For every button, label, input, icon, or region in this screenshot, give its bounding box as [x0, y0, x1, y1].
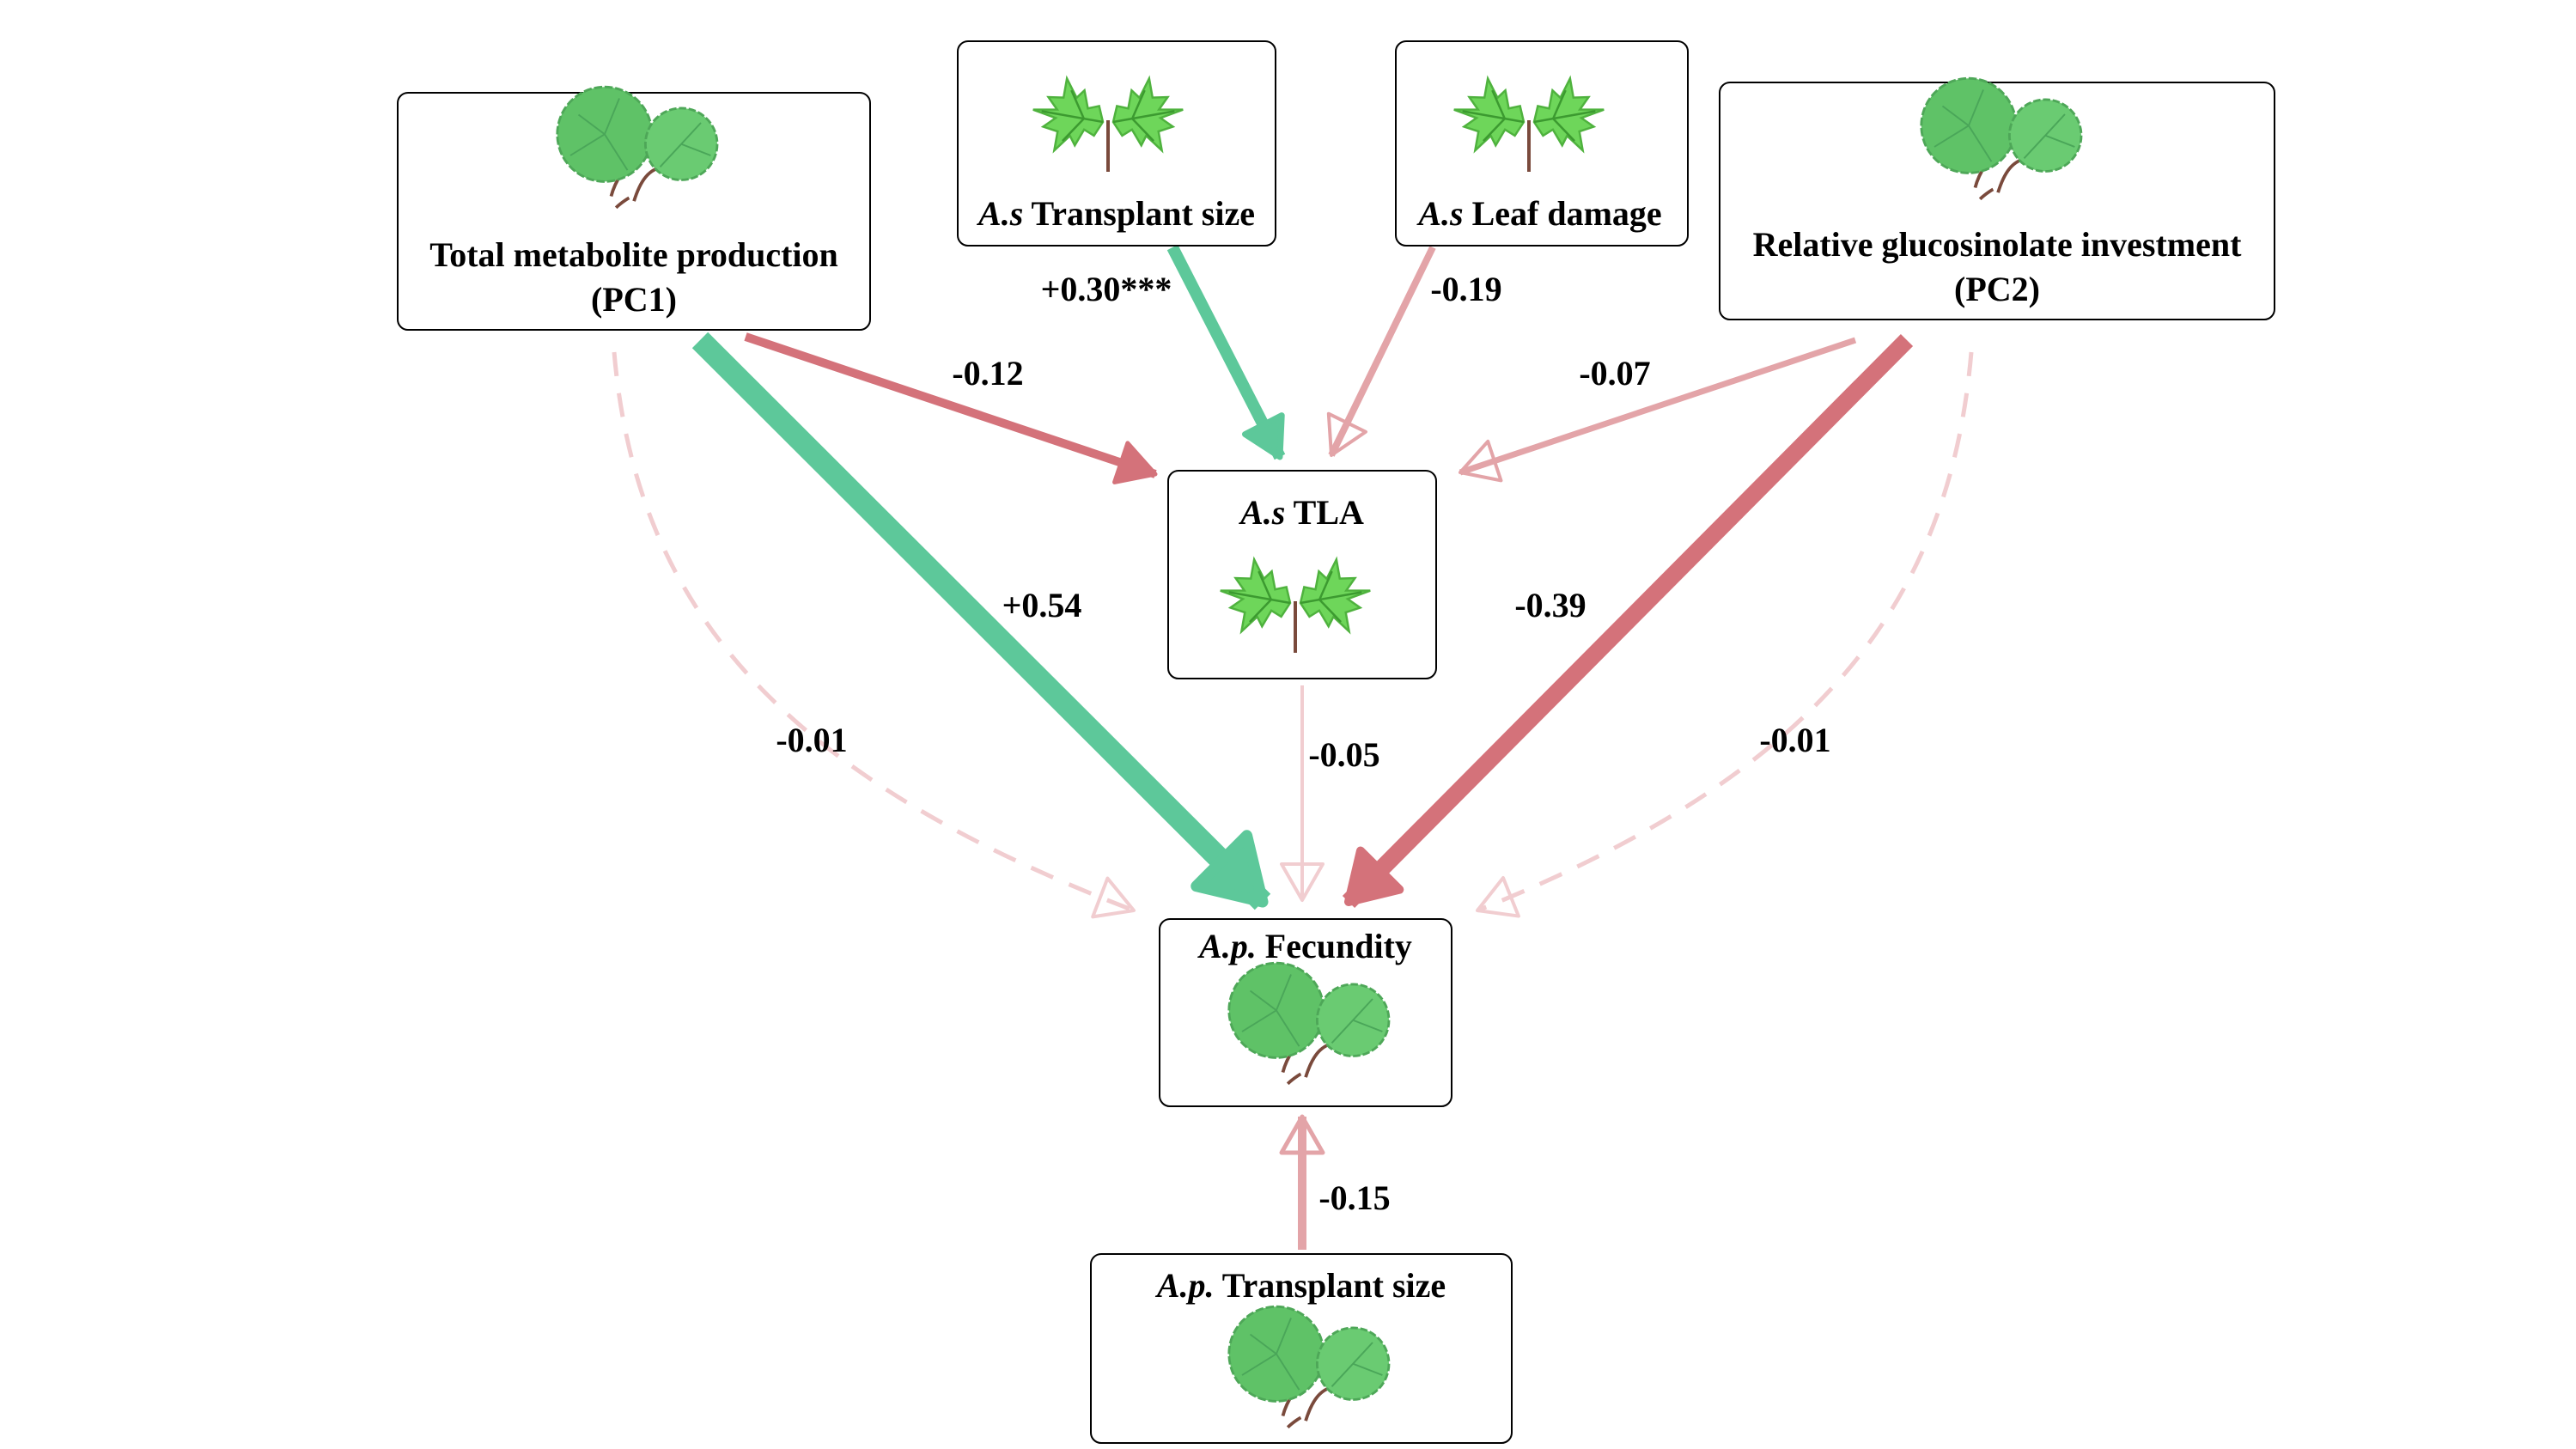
edge-label-pc2-fec-dashed: -0.01 — [1759, 721, 1830, 759]
edges-layer — [612, 244, 1974, 1250]
edge-pc1-fec-line — [691, 332, 1271, 910]
edge-label-pc1-fec: +0.54 — [1002, 586, 1082, 624]
edge-pc1-tla-line — [744, 332, 1157, 478]
edge-pc2-tla — [1459, 337, 1857, 483]
node-as-tla: A.s TLA — [1167, 470, 1437, 679]
edge-labels-layer: -0.12 +0.30*** -0.19 -0.07 +0.54 -0.39 -0.01 -0… — [776, 270, 1830, 1217]
node-total-metabolite-production: Total metabolite production (PC1) — [397, 85, 871, 331]
edge-pc1-fec-dashed — [612, 351, 1136, 919]
node-ap-fecundity-title: A.p. Fecundity — [1197, 927, 1412, 965]
node-as-leaf-damage: A.s Leaf damage — [1395, 40, 1689, 247]
edge-pc2-fec-dashed — [1476, 351, 1974, 918]
edge-pc2-tla-arrowhead — [1459, 439, 1503, 483]
edge-asdamage-tla-arrowhead — [1326, 411, 1367, 457]
edge-label-assize-tla: +0.30*** — [1041, 270, 1172, 308]
edge-pc2-fec-line — [1342, 333, 1914, 909]
edge-label-pc2-fec: -0.39 — [1514, 586, 1586, 624]
edge-pc2-fec — [1342, 333, 1914, 909]
edge-pc1-fec — [691, 332, 1271, 910]
edge-pc2-tla-line — [1459, 337, 1857, 476]
edge-pc1-tla — [744, 332, 1158, 484]
edge-pc1-fec-arrowhead — [1191, 830, 1269, 908]
edge-apsize-fec — [1279, 1114, 1325, 1250]
node-relative-glucosinolate-investment: Relative glucosinolate investment (PC2) — [1719, 76, 2275, 320]
edge-pc2-fec-arrowhead — [1344, 846, 1404, 906]
edge-label-tla-fec: -0.05 — [1308, 735, 1379, 774]
edge-pc1-fec-dashed-arrowhead — [1091, 876, 1136, 919]
edge-pc1-tla-arrowhead — [1112, 441, 1158, 484]
edge-pc1-fec-dashed-line — [612, 351, 1135, 913]
edge-apsize-fec-arrowhead — [1279, 1114, 1325, 1155]
node-as-tla-title: A.s TLA — [1238, 493, 1364, 532]
edge-assize-tla — [1166, 244, 1286, 460]
node-ap-transplant-size: A.p. Transplant size — [1090, 1253, 1513, 1444]
edge-label-pc1-tla: -0.12 — [952, 354, 1023, 393]
node-pc2-title: Relative glucosinolate investment — [1753, 225, 2242, 264]
edge-assize-tla-line — [1166, 244, 1286, 460]
edge-label-apsize-fec: -0.15 — [1318, 1178, 1390, 1217]
edge-asdamage-tla-line — [1328, 246, 1436, 457]
edge-pc2-fec-dashed-line — [1477, 351, 1974, 913]
node-as-transplant-size: A.s Transplant size — [957, 40, 1276, 247]
edge-assize-tla-arrowhead — [1241, 412, 1285, 460]
edge-label-pc2-tla: -0.07 — [1579, 354, 1650, 393]
node-ap-fecundity: A.p. Fecundity — [1159, 918, 1452, 1107]
node-pc2-subtitle: (PC2) — [1954, 270, 2040, 308]
node-pc1-subtitle: (PC1) — [591, 280, 677, 319]
edge-label-pc1-fec-dashed: -0.01 — [776, 721, 847, 759]
node-as-size-title: A.s Transplant size — [976, 194, 1255, 233]
edge-tla-fec — [1280, 685, 1325, 902]
node-as-damage-title: A.s Leaf damage — [1416, 194, 1661, 233]
edge-pc2-fec-dashed-arrowhead — [1476, 876, 1520, 918]
edge-asdamage-tla — [1326, 246, 1436, 457]
node-ap-size-title: A.p. Transplant size — [1154, 1266, 1446, 1305]
edge-tla-fec-arrowhead — [1280, 862, 1325, 902]
node-pc1-title: Total metabolite production — [429, 235, 838, 274]
edge-label-asdamage-tla: -0.19 — [1430, 270, 1501, 308]
